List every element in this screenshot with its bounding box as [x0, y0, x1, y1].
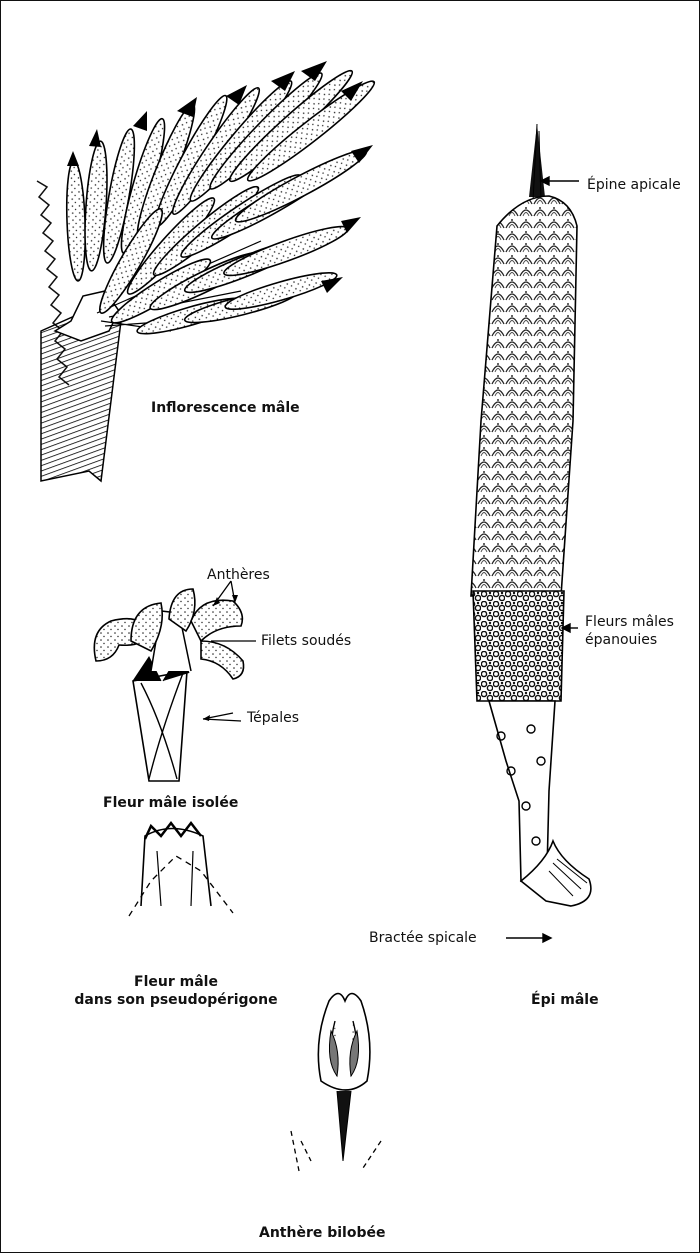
apical-spine-label: Épine apicale [587, 176, 681, 194]
inflorescence-drawing [37, 61, 380, 481]
tepals-label: Tépales [247, 709, 299, 727]
pseudoperigone-caption-line2: dans son pseudopérigone [1, 991, 351, 1009]
open-flowers-label-line1: Fleurs mâles [585, 613, 674, 631]
anther-drawing [291, 994, 381, 1172]
inflorescence-caption: Inflorescence mâle [151, 399, 300, 417]
isolated-flower-caption: Fleur mâle isolée [103, 794, 238, 812]
pseudoperigone-drawing [129, 823, 233, 916]
pseudoperigone-caption-line1: Fleur mâle [1, 973, 351, 991]
isolated-flower-drawing [94, 581, 256, 781]
spike-bract-label: Bractée spicale [369, 929, 477, 947]
open-flowers-label-line2: épanouies [585, 631, 657, 649]
anther-caption: Anthère bilobée [259, 1224, 385, 1242]
filaments-label: Filets soudés [261, 632, 351, 650]
anthers-label: Anthères [207, 566, 270, 584]
spike-caption: Épi mâle [531, 991, 599, 1009]
spike-drawing [471, 124, 591, 906]
